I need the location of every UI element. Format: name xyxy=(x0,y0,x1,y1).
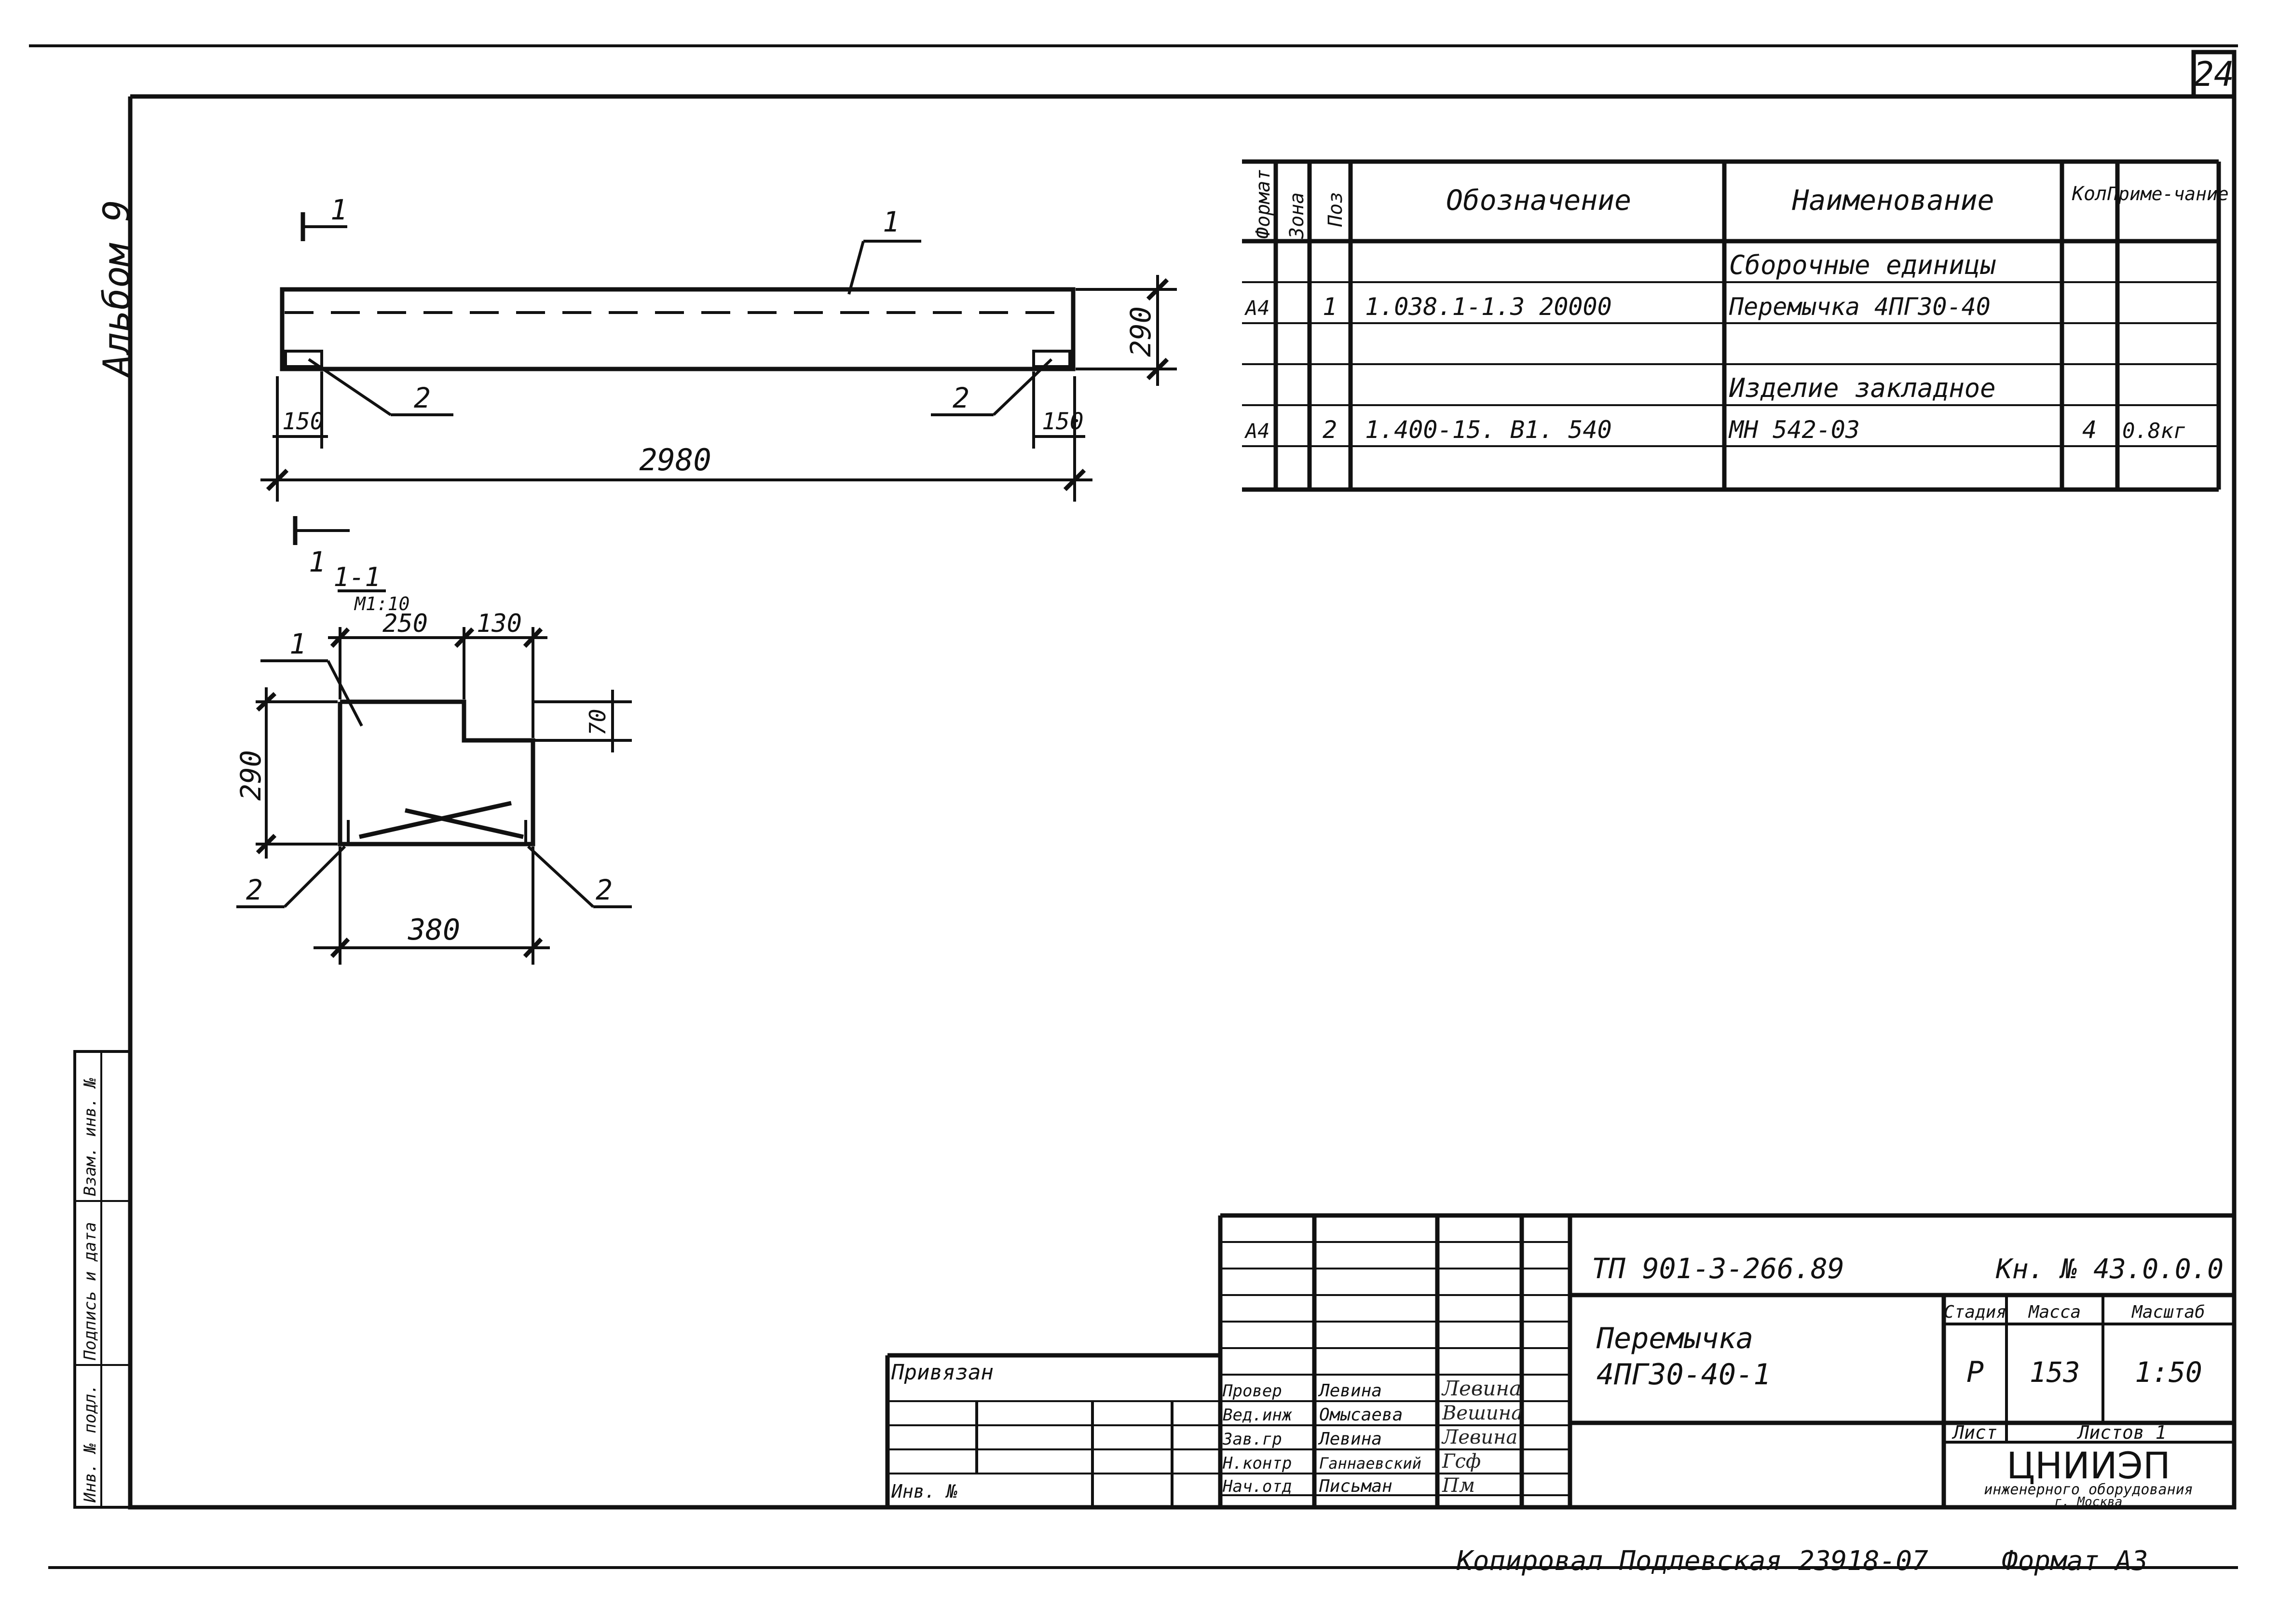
spec-header-zone: Зона xyxy=(1286,192,1308,239)
doc-code: ТП 901-3-266.89 xyxy=(1592,1252,1844,1285)
section-view: 1-1 М1:10 1 2 2 250 130 70 xyxy=(234,562,632,965)
role-4-name: Письман xyxy=(1319,1476,1392,1496)
spec-row-4-designation: 1.400-15. В1. 540 xyxy=(1365,416,1612,444)
left-strip-sign: Подпись и дата xyxy=(81,1222,100,1361)
bound-label: Привязан xyxy=(891,1360,994,1385)
section-scale: М1:10 xyxy=(354,593,409,614)
section-leader-2-left-label: 2 xyxy=(246,873,263,906)
elevation-view: 1 1 1 2 2 2980 150 150 xyxy=(260,193,1177,578)
spec-header-pos: Поз xyxy=(1324,192,1347,227)
embedded-plate-right xyxy=(1032,350,1071,368)
role-2-name: Левина xyxy=(1318,1429,1382,1449)
role-0-name: Левина xyxy=(1318,1381,1382,1401)
role-2: Зав.гр xyxy=(1222,1430,1282,1449)
mass-value: 153 xyxy=(2030,1356,2080,1389)
left-strip-inv: Инв. № подл. xyxy=(81,1384,100,1503)
spec-row-4-note: 0.8кг xyxy=(2122,419,2186,443)
beam-outline xyxy=(280,287,1076,371)
stage-value: Р xyxy=(1966,1355,1984,1389)
section-outline xyxy=(338,699,535,846)
footer-copy: Копировал Подлевская 23918-07 xyxy=(1456,1545,1928,1577)
page-number: 24 xyxy=(2194,55,2234,94)
role-4-signature: Пм xyxy=(1442,1474,1475,1497)
scale-label: Масштаб xyxy=(2131,1302,2205,1322)
role-4: Нач.отд xyxy=(1222,1477,1292,1496)
footer-format: Формат А3 xyxy=(2002,1545,2148,1577)
spec-row-4-format: А4 xyxy=(1244,419,1270,443)
spec-header-note: Приме-чание xyxy=(2107,183,2229,205)
album-label: Альбом 9 xyxy=(95,200,138,378)
dim-top-250: 250 xyxy=(382,609,428,638)
spec-header-name: Наименование xyxy=(1791,184,1994,217)
section-leader-2-right-label: 2 xyxy=(596,873,613,906)
section-mark-top-label: 1 xyxy=(330,193,347,226)
section-title: 1-1 xyxy=(333,562,381,592)
dim-top-130: 130 xyxy=(477,609,522,638)
inv-label: Инв. № xyxy=(891,1481,957,1502)
spec-row-1-format: А4 xyxy=(1244,296,1270,320)
rebar-a xyxy=(359,801,512,839)
section-leader-1-label: 1 xyxy=(289,628,306,660)
spec-row-3-name: Изделие закладное xyxy=(1729,373,1996,403)
spec-row-1-pos: 1 xyxy=(1323,293,1337,321)
spec-row-1-name: Перемычка 4ПГ30-40 xyxy=(1729,293,1991,321)
mass-label: Масса xyxy=(2028,1302,2081,1322)
dim-section-height: 290 xyxy=(234,750,267,801)
role-2-signature: Левина xyxy=(1441,1426,1517,1448)
embedded-plate-left xyxy=(284,350,323,368)
role-3-signature: Гсф xyxy=(1442,1450,1481,1473)
spec-header-designation: Обозначение xyxy=(1446,184,1631,217)
scale-value: 1:50 xyxy=(2135,1356,2202,1389)
role-3-name: Ганнаевский xyxy=(1319,1454,1421,1473)
book-number: Кн. № 43.0.0.0 xyxy=(1995,1254,2224,1285)
role-0: Провер xyxy=(1222,1381,1282,1401)
role-1-name: Омысаева xyxy=(1319,1405,1403,1425)
org-subtitle: инженерного оборудования xyxy=(1984,1481,2193,1498)
role-1-signature: Вешина xyxy=(1442,1402,1523,1424)
spec-header-qty: Кол xyxy=(2072,183,2107,205)
role-3: Н.контр xyxy=(1222,1454,1292,1473)
role-0-signature: Левина xyxy=(1441,1377,1521,1400)
title-block: Привязан Инв. № Провер Левина Левина Вед… xyxy=(885,1213,2234,1509)
spec-row-4-qty: 4 xyxy=(2082,416,2097,444)
spec-table: Формат Зона Поз Обозначение Наименование… xyxy=(1242,159,2229,492)
left-strip: Инв. № подл. Подпись и дата Взам. инв. № xyxy=(73,1050,132,1509)
leader-2-left-label: 2 xyxy=(414,382,431,414)
item-name-1: Перемычка xyxy=(1596,1322,1753,1355)
spec-header-format: Формат xyxy=(1252,169,1274,239)
dim-left-150: 150 xyxy=(282,408,324,435)
spec-row-1-designation: 1.038.1-1.3 20000 xyxy=(1365,293,1612,321)
spec-row-0-name: Сборочные единицы xyxy=(1729,250,1996,280)
leader-2-right-label: 2 xyxy=(953,382,969,414)
sheet-label: Лист xyxy=(1951,1422,1997,1443)
stage-label: Стадия xyxy=(1944,1302,2006,1322)
dim-section-width: 380 xyxy=(408,913,460,947)
dim-length: 2980 xyxy=(639,442,711,478)
dim-step-70: 70 xyxy=(585,709,611,736)
spec-row-4-name: МН 542-03 xyxy=(1728,416,1860,444)
main-frame xyxy=(128,94,2237,1510)
leader-1-label: 1 xyxy=(883,205,900,238)
dim-right-150: 150 xyxy=(1042,408,1084,435)
sheets-label: Листов 1 xyxy=(2076,1422,2166,1443)
org-name: ЦНИИЭП xyxy=(2006,1444,2170,1487)
role-1: Вед.инж xyxy=(1223,1406,1292,1425)
section-mark-bottom-label: 1 xyxy=(309,546,326,578)
item-name-2: 4ПГ30-40-1 xyxy=(1597,1358,1771,1392)
dim-height: 290 xyxy=(1124,306,1157,357)
spec-row-4-pos: 2 xyxy=(1323,416,1337,444)
rebar-b xyxy=(405,808,524,839)
org-city: г. Москва xyxy=(2055,1495,2123,1509)
left-strip-replace: Взам. инв. № xyxy=(81,1078,100,1196)
